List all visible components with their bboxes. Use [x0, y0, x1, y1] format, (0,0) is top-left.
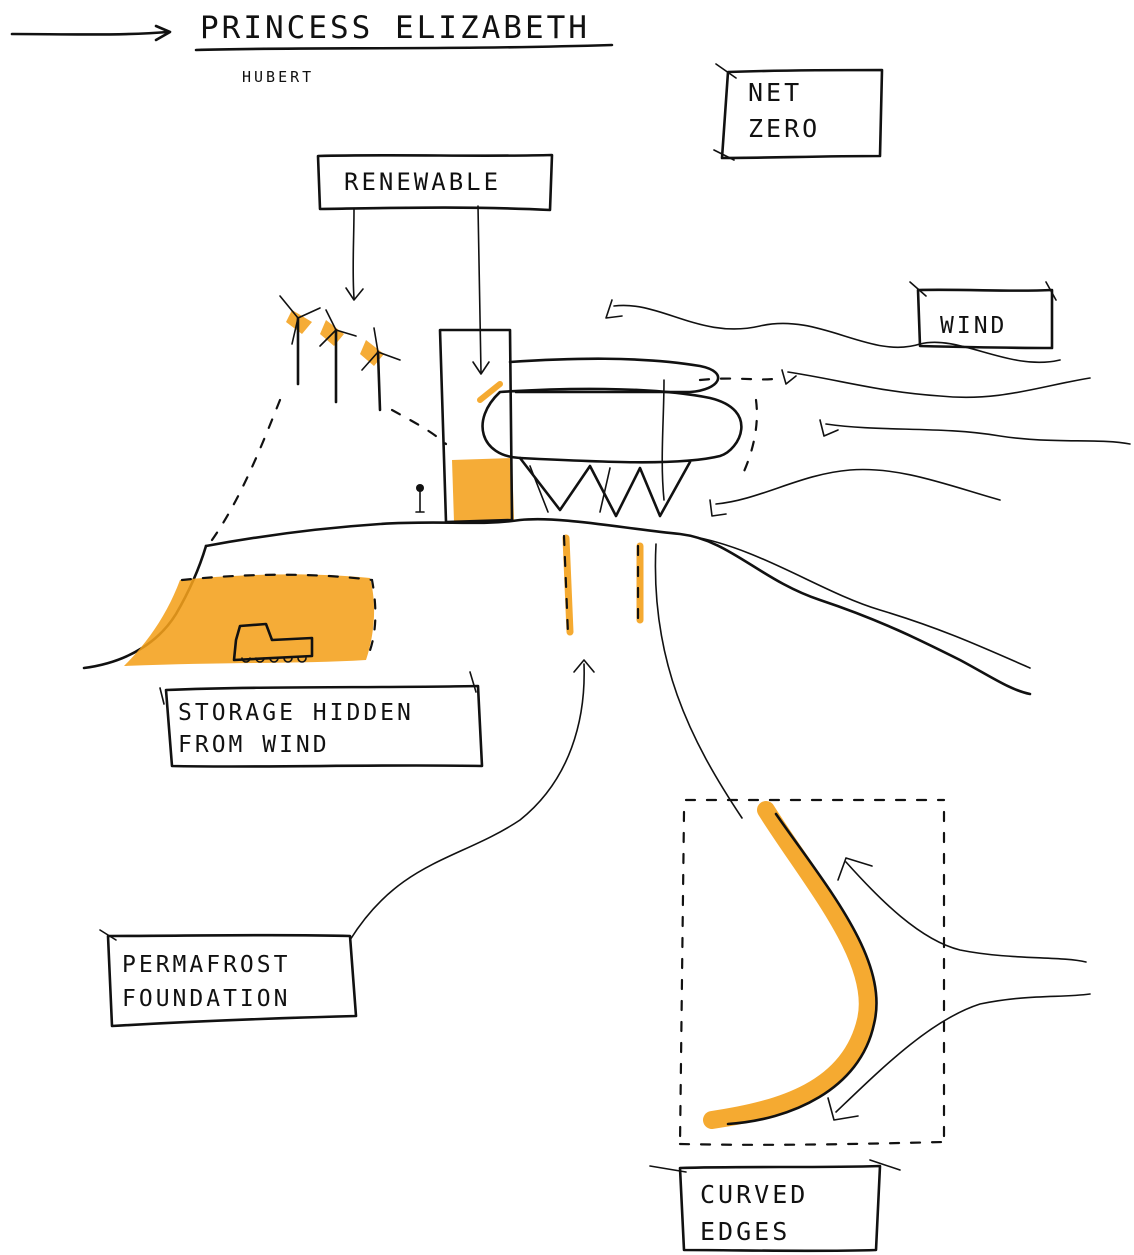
permafrost-leader-arrow [349, 663, 585, 941]
curved-edges-line-2: EDGES [700, 1217, 790, 1246]
wind-shadow-dashes [210, 398, 448, 542]
curved-edges-label-box: CURVED EDGES [649, 1159, 901, 1253]
wind-flow-lines [605, 299, 1131, 517]
sketch-subtitle: HUBERT [242, 68, 314, 86]
renewable-arrow-to-building [477, 205, 482, 373]
permafrost-label-box: PERMAFROST FOUNDATION [99, 659, 595, 1028]
renewable-arrow-to-turbines [352, 208, 355, 299]
title-arrowhead [154, 24, 172, 42]
title-leader-line [10, 30, 170, 36]
wind-turbines [279, 295, 401, 412]
vehicle-icon [232, 622, 314, 662]
storage-label-line-1: STORAGE HIDDEN [178, 700, 414, 726]
title-block: PRINCESS ELIZABETH HUBERT [10, 10, 614, 86]
permafrost-label-line-1: PERMAFROST [122, 952, 290, 978]
net-zero-line-1: NET [748, 78, 802, 107]
human-figure [415, 484, 425, 513]
station-building [438, 328, 782, 524]
permafrost-label-line-2: FOUNDATION [122, 986, 290, 1012]
net-zero-label-box: NET ZERO [713, 63, 884, 161]
renewable-label-box: RENEWABLE [316, 153, 554, 375]
storage-area [124, 573, 377, 666]
storage-label-box: STORAGE HIDDEN FROM WIND [159, 671, 484, 768]
wind-label-box: WIND [909, 281, 1057, 350]
sketch-title: PRINCESS ELIZABETH [200, 10, 590, 46]
title-underline [194, 43, 614, 52]
renewable-label: RENEWABLE [344, 168, 501, 196]
permafrost-piles [562, 534, 644, 636]
curved-edges-line-1: CURVED [700, 1180, 808, 1209]
net-zero-line-2: ZERO [748, 114, 820, 143]
wind-label: WIND [940, 313, 1007, 339]
storage-label-line-2: FROM WIND [178, 732, 330, 758]
curved-edges-detail [654, 543, 1091, 1146]
curved-edges-leader-line [654, 543, 743, 819]
